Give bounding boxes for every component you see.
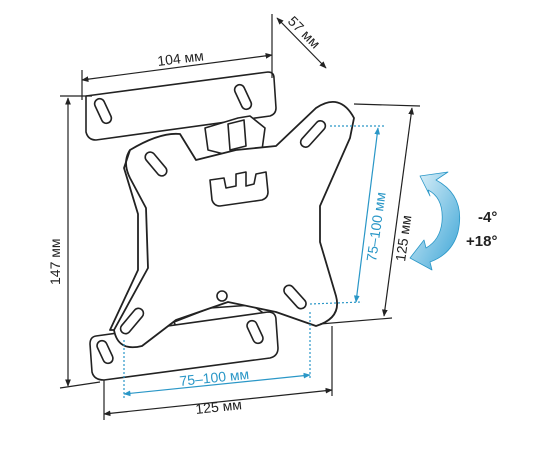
blue-dimensions [123, 125, 384, 398]
vesa-vertical-label: 75–100 мм [363, 191, 389, 262]
vesa-plate [109, 101, 355, 349]
slot-top-right [299, 120, 327, 148]
bottom-plate [89, 311, 279, 381]
top-width-label: 104 мм [156, 47, 204, 69]
tilt-down-label: +18° [466, 233, 497, 250]
vesa-slots [119, 120, 327, 335]
right-height-label: 125 мм [392, 214, 414, 262]
tilt-up-label: -4° [478, 209, 497, 226]
center-hole [216, 290, 228, 302]
hook-bracket [209, 171, 269, 207]
slot-bottom-right [283, 284, 307, 310]
vesa-horizontal-label: 75–100 мм [179, 366, 250, 389]
black-dimensions [59, 14, 421, 420]
bottom-width-label: 125 мм [195, 396, 243, 417]
slot-bottom-left [119, 307, 145, 335]
left-height-label: 147 мм [47, 239, 63, 286]
slot-top-left [144, 151, 168, 177]
curved-arrow-icon [409, 171, 461, 271]
